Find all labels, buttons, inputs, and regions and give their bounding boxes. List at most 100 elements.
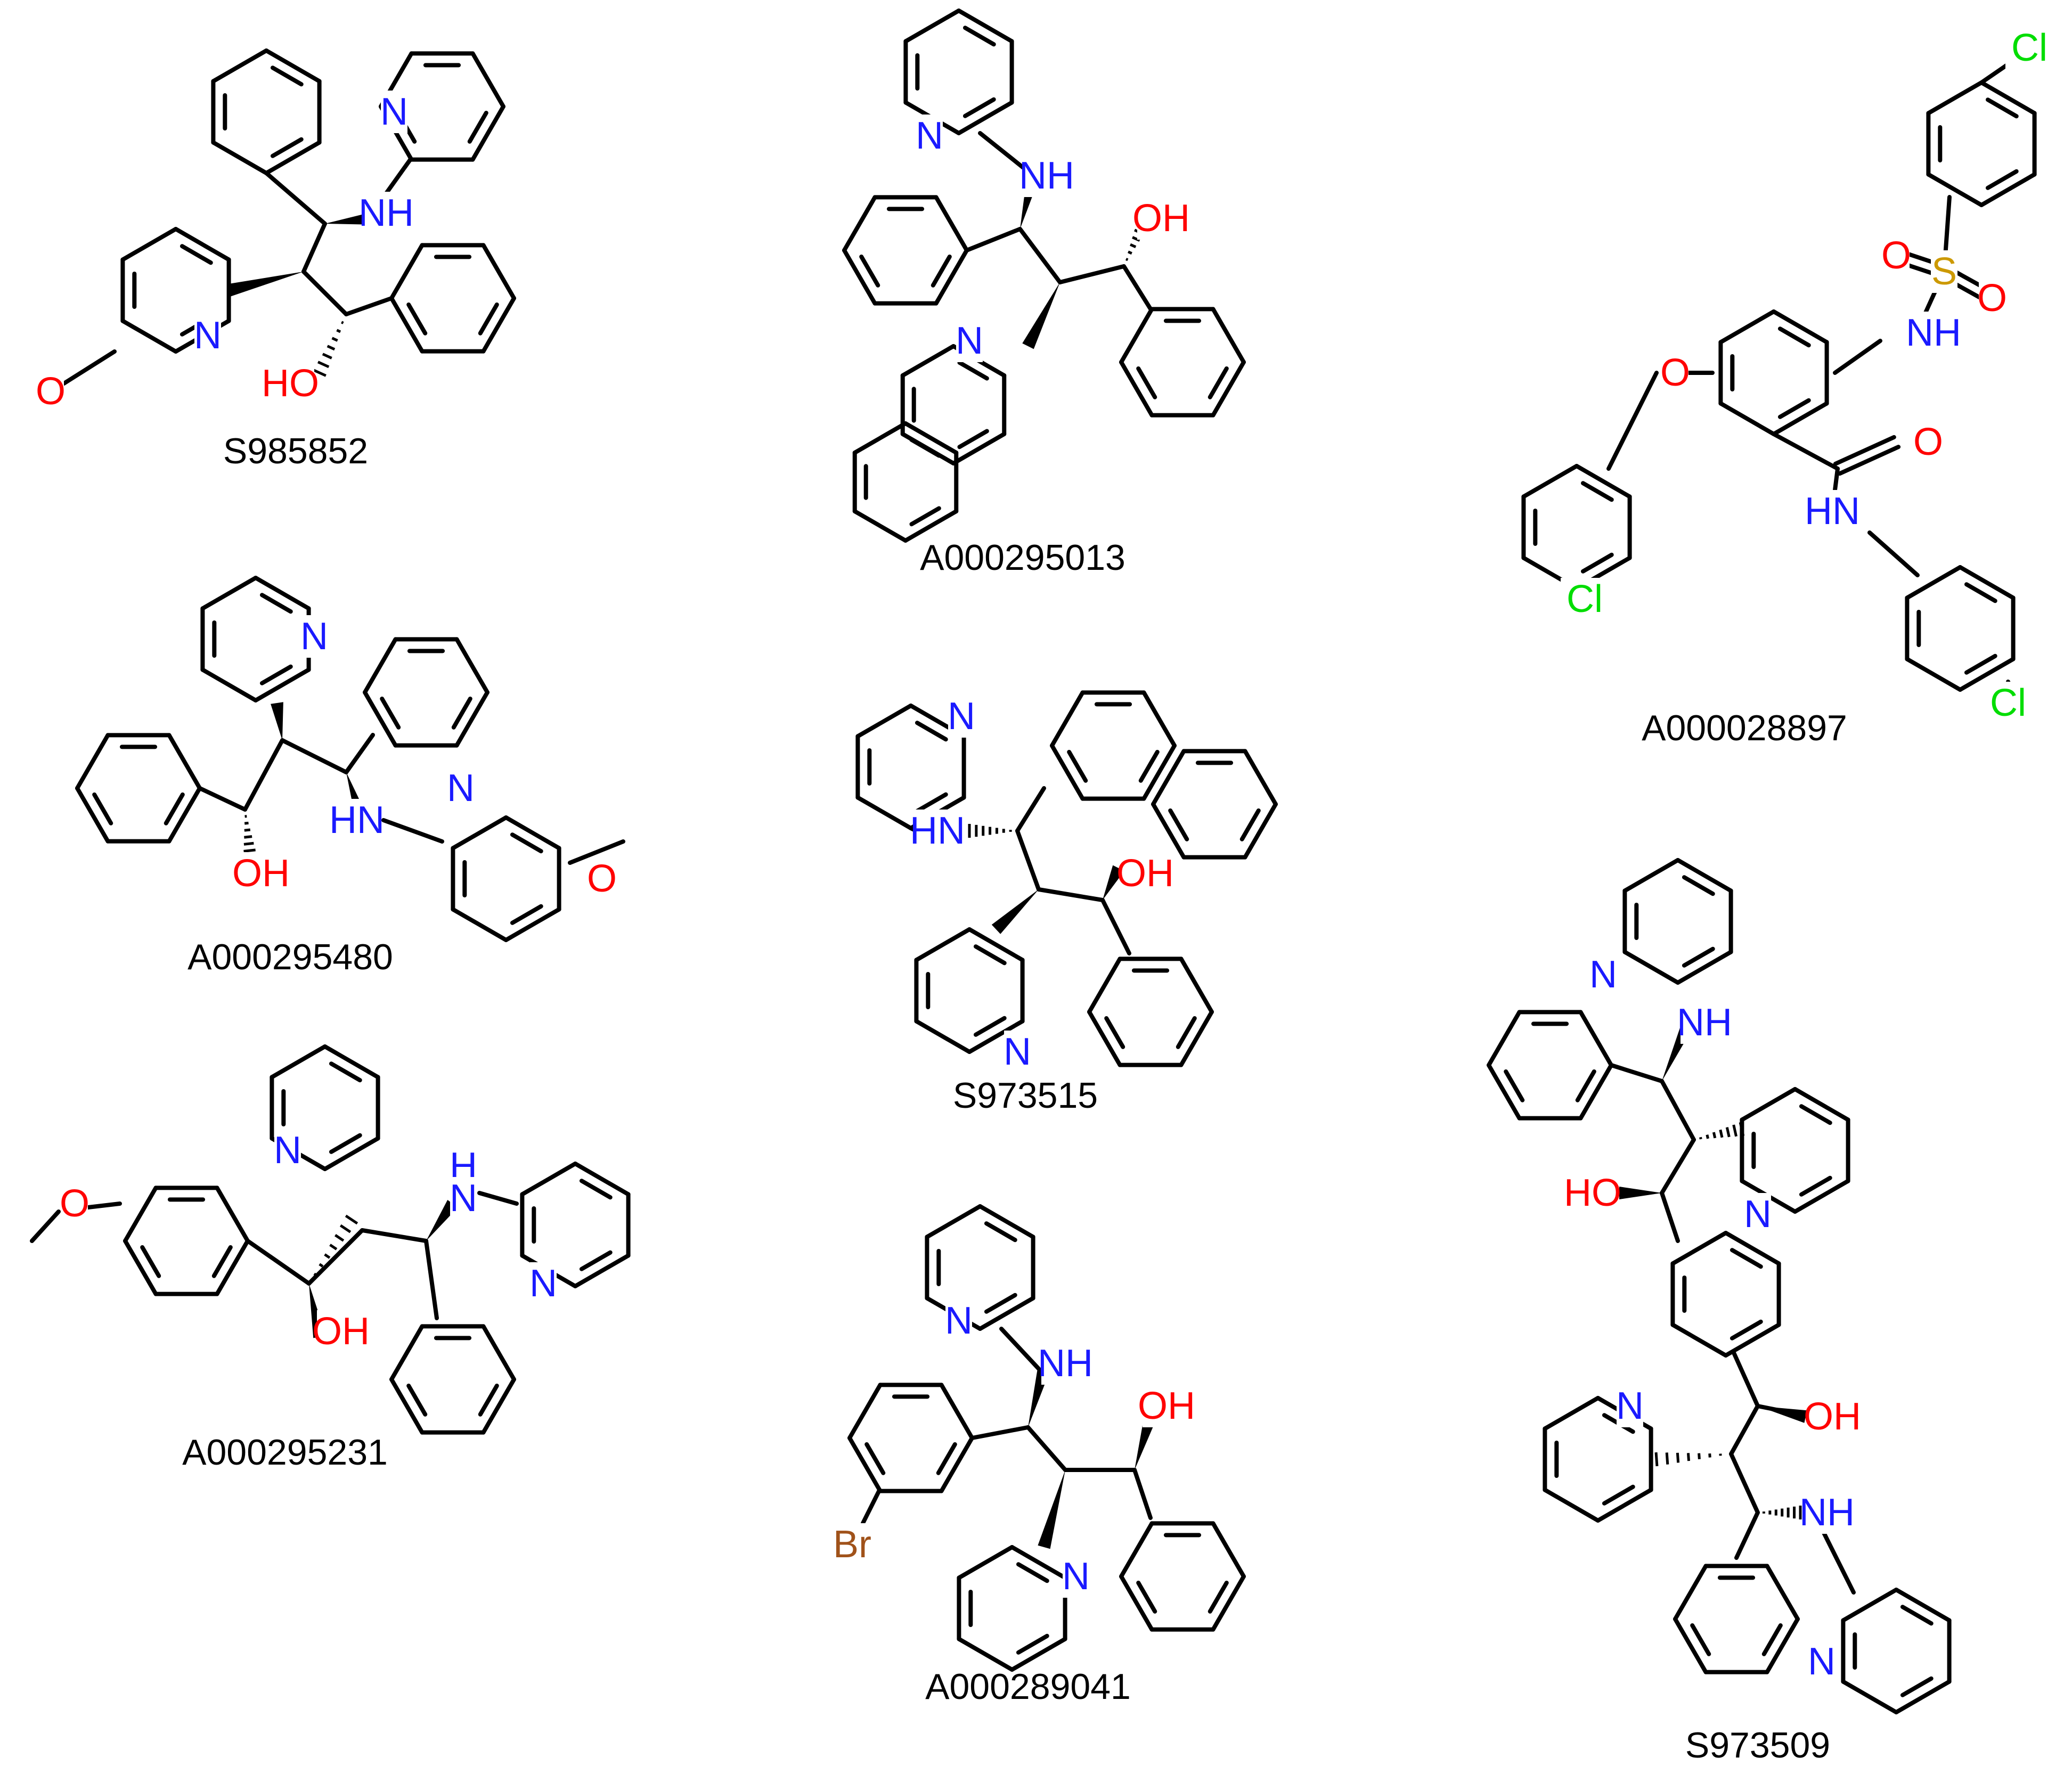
phenyl-ring xyxy=(1487,1010,1613,1121)
bond xyxy=(1660,1191,1680,1243)
bond xyxy=(970,1425,1030,1440)
phenyl-ring xyxy=(1119,307,1246,418)
atom-label: OH xyxy=(1804,1395,1861,1438)
phenyl-ring xyxy=(1087,957,1214,1067)
bond xyxy=(1037,887,1105,902)
atom-label: O xyxy=(1977,277,2007,320)
atom-label: N xyxy=(1062,1555,1090,1598)
bond xyxy=(477,1191,519,1206)
atom-label: N xyxy=(1589,953,1617,996)
caption-S973509: S973509 xyxy=(1685,1725,1830,1766)
atom-label: HO xyxy=(262,362,319,405)
bond xyxy=(424,1239,439,1320)
atom-label: O xyxy=(36,370,66,413)
bond xyxy=(1015,829,1041,892)
bond xyxy=(307,1228,364,1286)
atom-label: Cl xyxy=(1567,578,1603,620)
caption-layer: S985852 A000295013 A000028897 A000295480… xyxy=(182,431,1847,1766)
atom-label: N xyxy=(945,1299,973,1342)
bond xyxy=(344,296,394,316)
atom-label: OH xyxy=(312,1310,370,1353)
atom-label: O xyxy=(60,1182,89,1225)
naphthalene-ring xyxy=(1050,690,1177,801)
atom-label: N xyxy=(194,314,222,357)
phenyl-ring xyxy=(389,1324,516,1435)
wedge-bond xyxy=(1135,1415,1157,1470)
caption-S985852: S985852 xyxy=(223,431,368,471)
bond xyxy=(1100,898,1131,955)
hash-bond xyxy=(1699,1122,1745,1140)
bond xyxy=(1729,1404,1760,1456)
atom-label: N xyxy=(1616,1385,1644,1427)
atom-label: O xyxy=(1660,352,1690,394)
bond xyxy=(301,222,327,274)
phenyl-ring xyxy=(1119,1521,1246,1632)
chlorophenyl-ring xyxy=(1926,80,2037,207)
atom-label: OH xyxy=(1132,197,1190,240)
bond xyxy=(243,738,284,812)
atom-label: NH xyxy=(358,192,414,234)
bond xyxy=(861,1489,881,1525)
atom-label: N xyxy=(450,1177,477,1220)
atom-label: OH xyxy=(232,852,290,895)
atom-label: S xyxy=(1931,250,1957,293)
atom-label: NH xyxy=(1677,1001,1732,1044)
pyridine-ring xyxy=(1841,1588,1952,1714)
caption-A000295480: A000295480 xyxy=(187,937,393,977)
wedge-bond xyxy=(1619,1187,1662,1199)
pyridine-ring xyxy=(957,1545,1067,1672)
bond xyxy=(1018,227,1062,284)
phenyl-ring xyxy=(1673,1564,1800,1674)
bond xyxy=(1609,1063,1664,1083)
wedge-bond xyxy=(1022,282,1060,349)
bond xyxy=(1734,1510,1760,1560)
atom-label: N xyxy=(1004,1031,1031,1073)
atom-label: NH xyxy=(1799,1491,1855,1534)
wedge-bond xyxy=(271,702,283,740)
hash-bond xyxy=(313,1214,358,1276)
pyridine-ring xyxy=(270,1044,380,1171)
wedge-bond xyxy=(1103,865,1124,900)
bond xyxy=(62,349,117,386)
atom-label: NH xyxy=(1038,1342,1093,1385)
atom-label: Cl xyxy=(2011,27,2047,69)
atom-label: O xyxy=(1881,234,1911,277)
bond xyxy=(280,738,348,774)
atom-label: HN xyxy=(910,810,965,852)
bond xyxy=(1132,1468,1153,1520)
chlorophenyl-ring xyxy=(1905,565,2016,692)
double-bond xyxy=(1838,445,1901,476)
bond xyxy=(1660,1079,1696,1142)
hash-bond xyxy=(313,321,344,377)
wedge-bond xyxy=(227,272,304,297)
methoxyphenyl-ring xyxy=(123,1186,250,1296)
pyridine-ring xyxy=(200,576,311,702)
atom-label: HN xyxy=(329,799,385,841)
atom-label: OH xyxy=(1138,1385,1195,1427)
caption-A000295231: A000295231 xyxy=(182,1432,388,1473)
bond xyxy=(1660,1138,1696,1195)
atom-label: N xyxy=(1744,1193,1772,1236)
atom-label: N xyxy=(948,695,975,738)
methoxypyridine-ring xyxy=(451,815,561,942)
hash-bond xyxy=(243,815,258,860)
bond xyxy=(246,1239,311,1286)
pyridine-ring xyxy=(520,1162,631,1288)
bond xyxy=(344,733,375,774)
bond xyxy=(30,1209,61,1243)
double-bond xyxy=(1833,435,1896,466)
caption-S973515: S973515 xyxy=(953,1075,1098,1116)
chlorophenyl-ring xyxy=(1521,464,1632,591)
bond xyxy=(198,786,247,812)
hash-bond xyxy=(968,824,1012,838)
wedge-bond xyxy=(991,889,1039,934)
hash-bond xyxy=(1654,1452,1722,1467)
pyridine-ring xyxy=(925,1204,1035,1331)
hash-bond xyxy=(1762,1506,1802,1519)
bond xyxy=(1026,1425,1067,1472)
bond xyxy=(1058,264,1126,284)
atom-label: Br xyxy=(833,1523,871,1566)
atom-label: HN xyxy=(1805,490,1860,533)
atom-label: Cl xyxy=(1990,682,2026,724)
